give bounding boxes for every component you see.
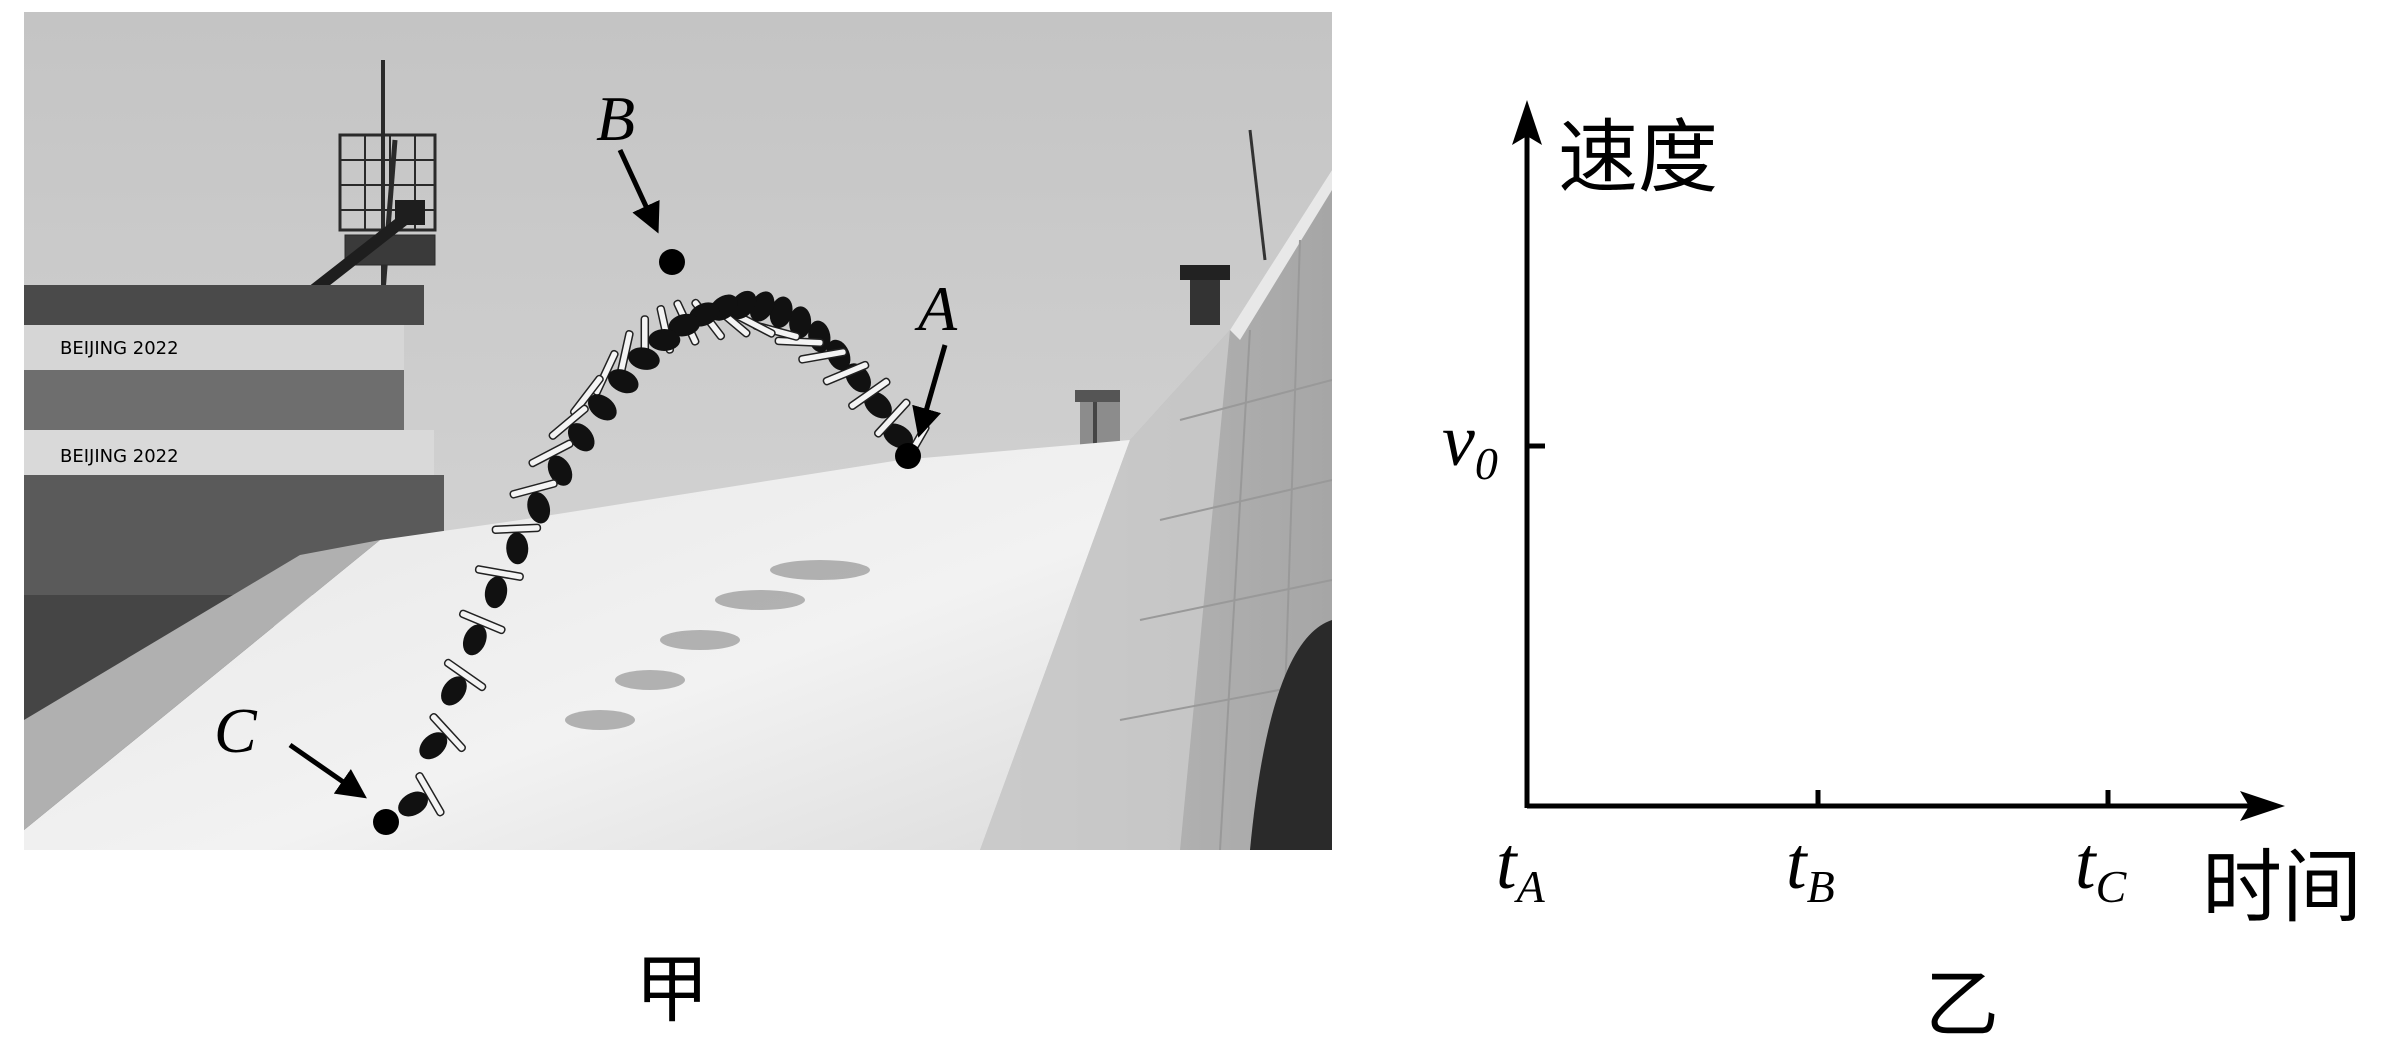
rider-silhouette <box>458 609 506 656</box>
x-tick-label-tb: tB <box>1786 823 1835 912</box>
rider-silhouette <box>548 404 595 452</box>
banner-text-lower: BEIJING 2022 <box>60 446 179 467</box>
rider-silhouette <box>491 523 542 565</box>
snow-slope <box>24 440 1140 850</box>
rider-silhouette <box>509 479 558 524</box>
rider-shadows <box>565 560 870 730</box>
rider-silhouette <box>474 565 524 609</box>
point-c-arrow <box>288 742 367 799</box>
banner-text-upper: BEIJING 2022 <box>60 338 179 359</box>
rider-silhouette <box>441 658 487 706</box>
top-platform <box>1180 129 1267 325</box>
rider-silhouette <box>616 330 660 379</box>
ramp-edge <box>24 540 380 830</box>
rider-silhouette <box>774 306 825 347</box>
snowboard-jump-photo: BEIJING 2022 BEIJING 2022 <box>24 12 1332 850</box>
y-axis-label: 速度 <box>1558 111 1718 204</box>
rider-sequence <box>398 290 930 817</box>
v0-symbol: v <box>1442 400 1475 482</box>
rider-silhouette <box>822 339 870 386</box>
point-a-arrow <box>912 344 948 438</box>
point-c-label: C <box>214 695 258 766</box>
point-b-dot <box>659 249 685 275</box>
rider-silhouette <box>419 712 466 760</box>
point-b-label: B <box>596 83 635 154</box>
x-axis-arrow <box>2240 791 2285 821</box>
velocity-time-graph: 速度 时间 v0 tA tB tC <box>1442 100 2362 934</box>
rider-silhouette <box>398 772 445 817</box>
x-tick-label-tc: tC <box>2075 823 2128 912</box>
graph-caption: 乙 <box>1925 962 1999 1046</box>
v0-subscript: 0 <box>1475 438 1498 489</box>
x-axis-label: 时间 <box>2202 841 2362 934</box>
point-b-arrow <box>617 148 660 234</box>
photo-caption: 甲 <box>635 947 709 1033</box>
x-tick-label-ta: tA <box>1496 823 1546 912</box>
point-c-dot <box>373 809 399 835</box>
point-labels: A B C <box>214 83 958 799</box>
rider-silhouette <box>528 439 574 486</box>
y-tick-label-v0: v0 <box>1442 400 1498 489</box>
point-a-dot <box>895 443 921 469</box>
y-axis-arrow <box>1512 100 1542 145</box>
point-a-label: A <box>914 273 958 344</box>
rider-silhouette <box>863 391 911 438</box>
